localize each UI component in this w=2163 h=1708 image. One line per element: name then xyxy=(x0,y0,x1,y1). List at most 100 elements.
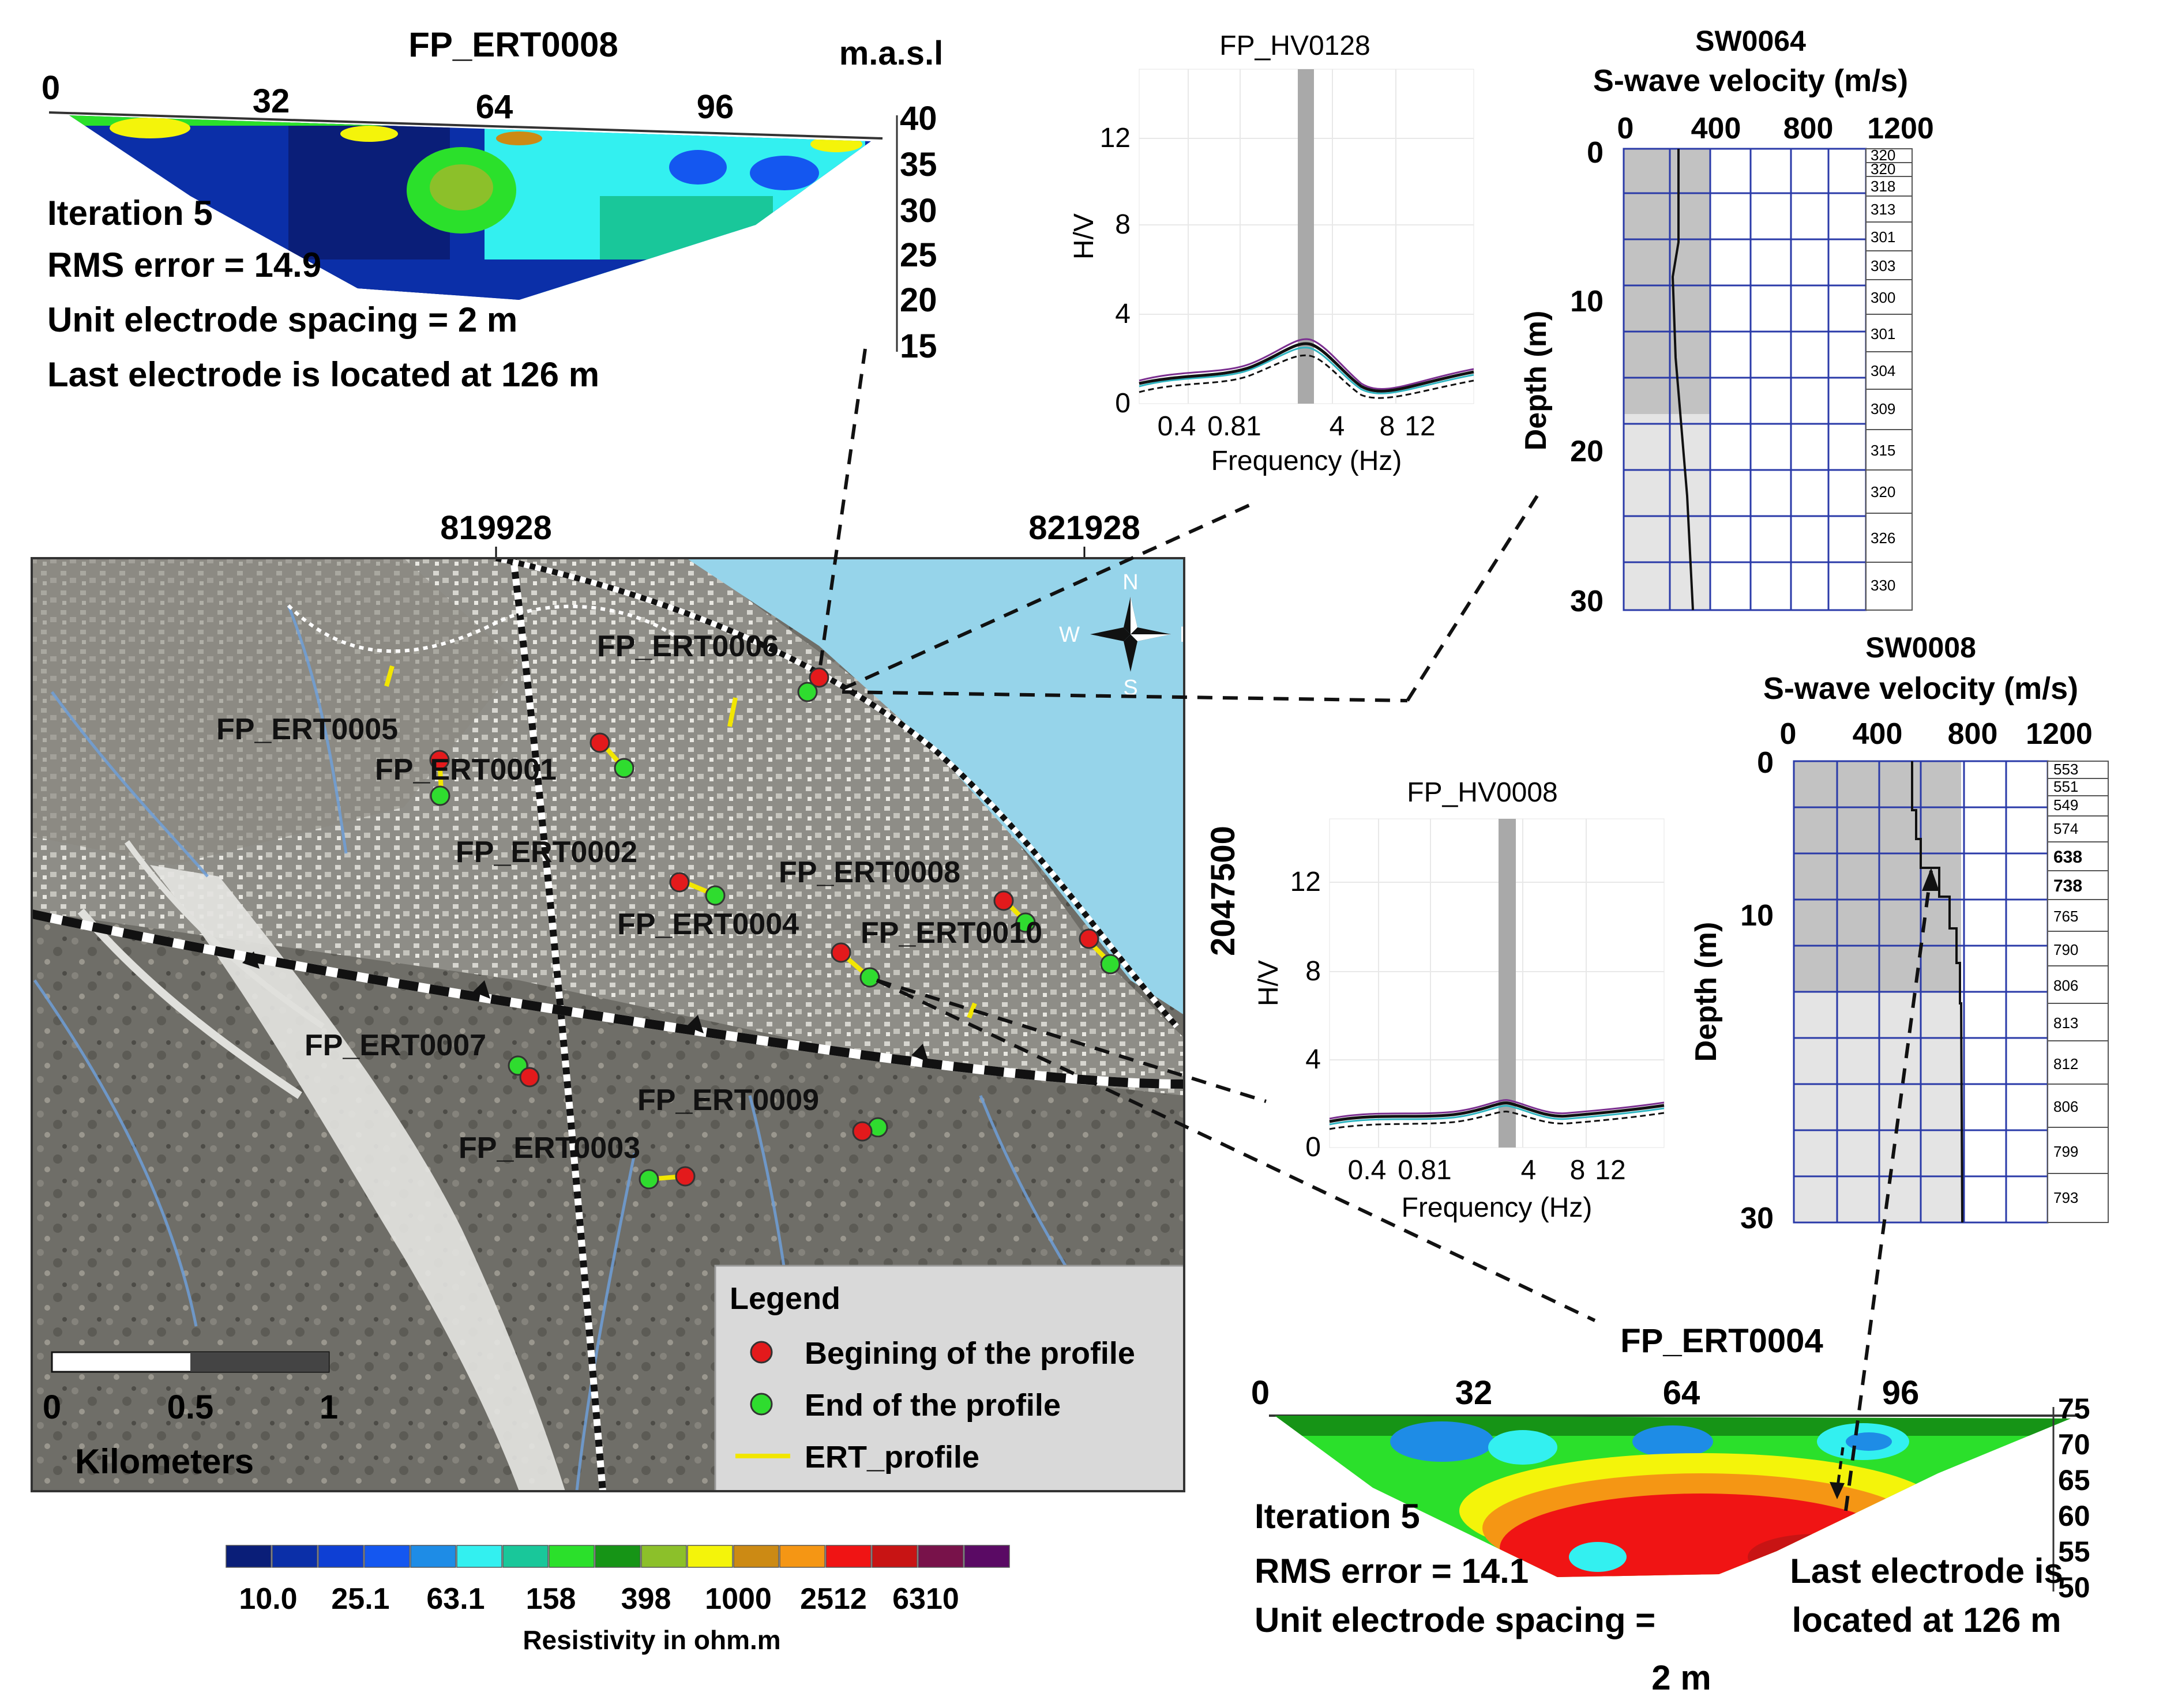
resistivity-tick: 6310 xyxy=(892,1582,959,1616)
hv-mid-panel: FP_HV0008 0 4 8 12 H/V 0.4 0.81 4 8 12 F… xyxy=(1253,777,1665,1223)
profile-begin-point xyxy=(429,750,450,770)
profile-begin-point xyxy=(993,890,1014,911)
hv-top-x-tick: 4 xyxy=(1330,411,1345,442)
sw-mid-x-tick: 1200 xyxy=(2026,717,2093,751)
sw-top-subtitle: S-wave velocity (m/s) xyxy=(1593,63,1908,98)
scale-tick: 0 xyxy=(43,1389,61,1426)
ert-top-elev-tick: 20 xyxy=(900,281,937,319)
scale-tick: 1 xyxy=(320,1389,338,1426)
ert-bottom-note: 2 m xyxy=(1651,1658,1711,1697)
sw-mid-layer-value: 551 xyxy=(2053,778,2078,795)
legend-title: Legend xyxy=(730,1281,840,1316)
profile-end-point xyxy=(705,885,726,906)
ert-bottom-title: FP_ERT0004 xyxy=(1620,1322,1823,1360)
profile-label: FP_ERT0006 xyxy=(597,630,779,663)
profile-end-point xyxy=(1100,954,1121,975)
map-coord-x: 819928 xyxy=(440,509,552,547)
profile-begin-point xyxy=(669,872,690,893)
profile-begin-point xyxy=(809,667,829,688)
sw-top-layer-value: 313 xyxy=(1871,201,1895,218)
colorbar-swatch xyxy=(779,1545,825,1568)
ert-bottom-x-tick: 64 xyxy=(1663,1374,1700,1412)
ert-bottom-elev-tick: 50 xyxy=(2058,1571,2090,1604)
sw-mid-title: SW0008 xyxy=(1865,631,1976,664)
hv-mid-y-tick: 4 xyxy=(1305,1044,1321,1075)
hv-top-y-tick: 12 xyxy=(1100,123,1131,153)
sw-mid-layer-value: 553 xyxy=(2053,761,2078,778)
ert-bottom-elev-tick: 65 xyxy=(2058,1464,2090,1496)
sw-mid-layer-value: 793 xyxy=(2053,1189,2078,1206)
resistivity-tick: 158 xyxy=(526,1582,576,1616)
ert-top-elev-tick: 30 xyxy=(900,192,937,230)
ert-bottom-note: located at 126 m xyxy=(1792,1601,2061,1639)
legend-item: Begining of the profile xyxy=(805,1336,1135,1371)
hv-top-x-tick: 12 xyxy=(1405,411,1435,442)
ert-top-x-tick: 0 xyxy=(42,69,60,107)
sw-top-x-tick: 400 xyxy=(1691,112,1741,145)
sw-mid-x-tick: 800 xyxy=(1948,717,1998,751)
ert-bottom-note: Unit electrode spacing = xyxy=(1255,1601,1655,1639)
resistivity-tick: 63.1 xyxy=(426,1582,485,1616)
colorbar-swatch xyxy=(549,1545,595,1568)
legend-item: End of the profile xyxy=(805,1388,1061,1423)
sw-top-title: SW0064 xyxy=(1695,25,1806,57)
sea xyxy=(686,558,1184,1015)
profile-label: FP_ERT0004 xyxy=(617,908,799,941)
sw-top-layer-value: 301 xyxy=(1871,228,1895,246)
ert-bottom-elev-tick: 75 xyxy=(2058,1393,2090,1425)
ert-top-note: RMS error = 14.9 xyxy=(47,246,321,284)
ert-top-note: Iteration 5 xyxy=(47,194,213,232)
sw-top-depth-tick: 10 xyxy=(1570,285,1604,318)
sw-top-layer-value: 320 xyxy=(1871,160,1895,178)
sw-top-layer-value: 309 xyxy=(1871,400,1895,417)
colorbar-swatch xyxy=(687,1545,733,1568)
hv-top-x-tick: 8 xyxy=(1380,411,1395,442)
map-legend xyxy=(714,1265,1184,1491)
colorbar-swatch xyxy=(410,1545,456,1568)
hv-mid-x-tick: 0.81 xyxy=(1398,1155,1451,1186)
sw-top-depth-label: Depth (m) xyxy=(1519,311,1553,451)
sw-top-layer-value: 330 xyxy=(1871,577,1895,594)
profile-end-point xyxy=(1015,912,1036,933)
hv-top-xlabel: Frequency (Hz) xyxy=(1211,446,1402,476)
sw-mid-layer-value: 812 xyxy=(2053,1055,2078,1073)
sw-top-x-tick: 0 xyxy=(1617,112,1634,145)
sw-mid-depth-label: Depth (m) xyxy=(1689,922,1723,1062)
colorbar-swatch xyxy=(641,1545,687,1568)
ert-bottom-elev-tick: 60 xyxy=(2058,1500,2090,1532)
profile-label: FP_ERT0008 xyxy=(779,856,960,889)
scale-tick: 0.5 xyxy=(167,1389,214,1426)
map-panel: 819928 821928 2047500 xyxy=(31,509,1242,1492)
profile-end-point xyxy=(639,1169,659,1190)
sw-top-layer-value: 301 xyxy=(1871,325,1895,343)
hv-mid-ylabel: H/V xyxy=(1253,960,1284,1006)
profile-begin-point xyxy=(519,1067,540,1088)
colorbar-swatch xyxy=(918,1545,964,1568)
hv-top-y-tick: 4 xyxy=(1115,299,1131,329)
hv-mid-y-tick: 8 xyxy=(1305,956,1321,987)
resistivity-ticks: 10.0 25.1 63.1 158 398 1000 2512 6310 Re… xyxy=(239,1582,959,1655)
hv-top-x-tick: 0.81 xyxy=(1207,411,1261,442)
sw-mid-x-tick: 400 xyxy=(1853,717,1903,751)
profile-label: FP_ERT0002 xyxy=(456,836,637,869)
sw-top-depth-tick: 20 xyxy=(1570,435,1604,468)
resistivity-tick: 10.0 xyxy=(239,1582,297,1616)
profile-label: FP_ERT0010 xyxy=(861,916,1042,950)
hv-top-panel: FP_HV0128 0 4 8 12 H/V 0.4 0.81 4 8 12 F… xyxy=(1069,31,1474,476)
sw-top-layer-value: 300 xyxy=(1871,289,1895,306)
sw-top-depth-tick: 0 xyxy=(1587,136,1604,170)
ert-bottom-note: Iteration 5 xyxy=(1255,1497,1420,1536)
sw-top-x-tick: 800 xyxy=(1783,112,1834,145)
sw-mid-layer-value: 574 xyxy=(2053,820,2078,837)
sw-top-layer-value: 320 xyxy=(1871,483,1895,501)
map-coord-x: 821928 xyxy=(1028,509,1140,547)
sw-top-layer-value: 304 xyxy=(1871,362,1895,379)
sw-top-layer-value: 303 xyxy=(1871,257,1895,274)
sw-mid-layer-value: 799 xyxy=(2053,1143,2078,1160)
resistivity-tick: 2512 xyxy=(800,1582,867,1616)
compass-label: N xyxy=(1122,570,1138,595)
resistivity-label: Resistivity in ohm.m xyxy=(523,1625,780,1655)
hv-mid-x-tick: 0.4 xyxy=(1348,1155,1387,1186)
profile-end-point xyxy=(859,967,880,988)
sw-top-layer-value: 318 xyxy=(1871,178,1895,195)
